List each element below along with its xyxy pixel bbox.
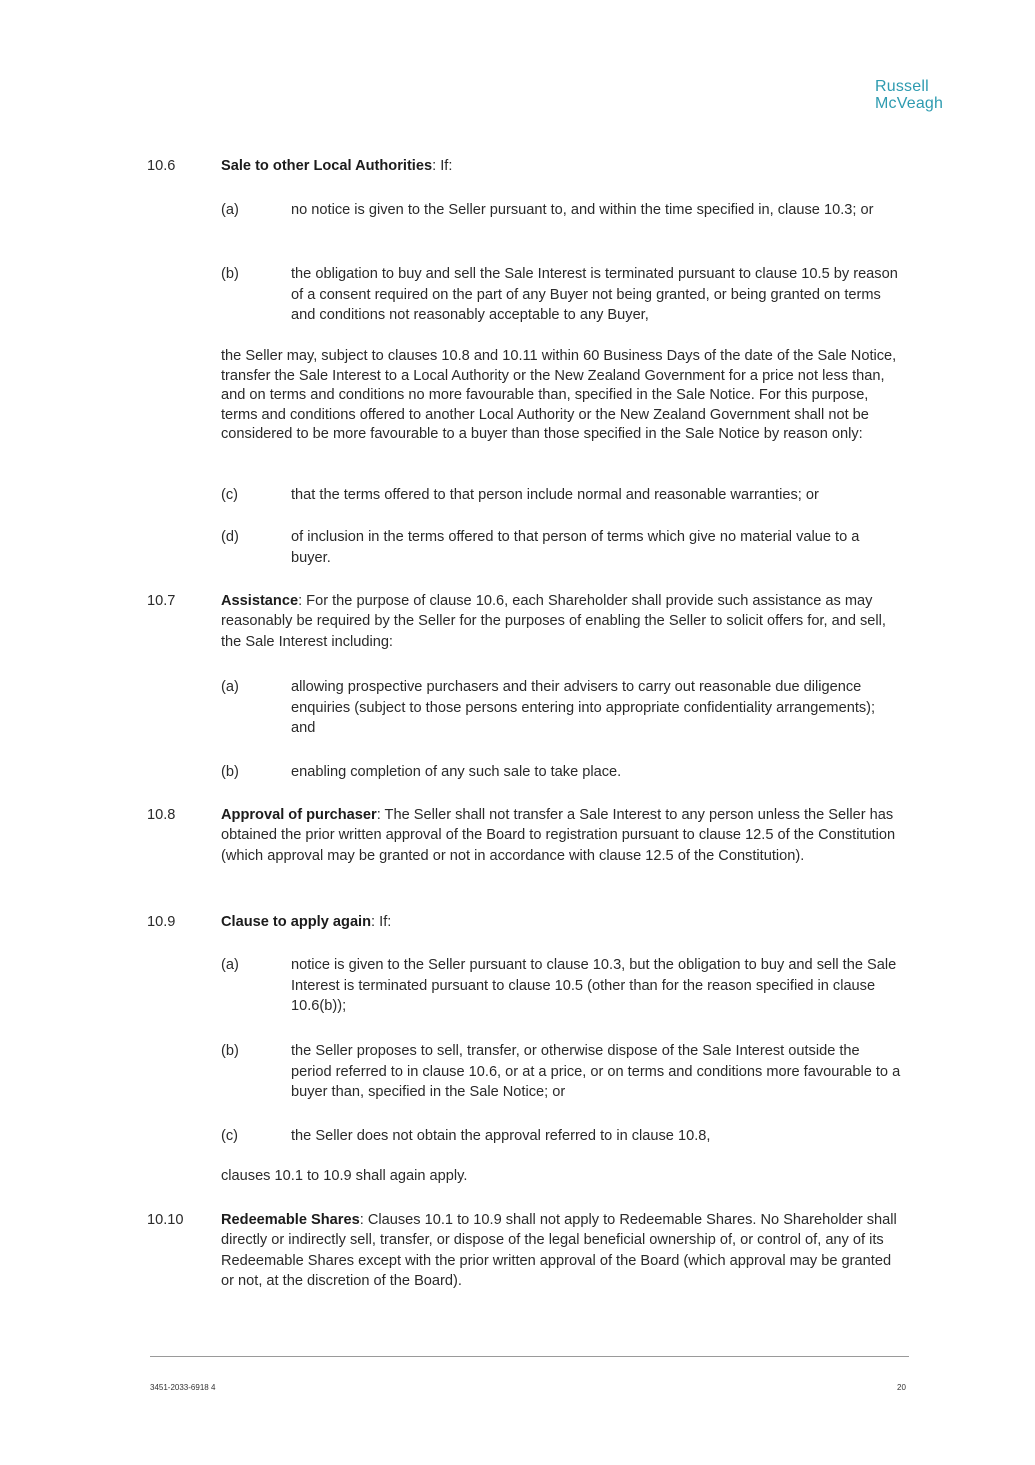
item-label: (c) bbox=[221, 487, 239, 503]
clause-title: Assistance bbox=[221, 593, 299, 609]
russell-mcveagh-logo: Russell McVeagh bbox=[875, 78, 943, 112]
item-label: (b) bbox=[221, 764, 239, 780]
item-text: allowing prospective purchasers and thei… bbox=[291, 679, 876, 737]
item-label: (b) bbox=[221, 266, 239, 282]
item-label: (b) bbox=[221, 1043, 239, 1059]
item-label: (a) bbox=[221, 679, 239, 695]
clause-lead: : If: bbox=[371, 914, 392, 930]
document-reference: 3451-2033-6918 4 bbox=[150, 1383, 216, 1392]
item-label: (d) bbox=[221, 529, 239, 545]
clause-lead: : If: bbox=[432, 158, 453, 174]
item-text: notice is given to the Seller pursuant t… bbox=[291, 957, 897, 1015]
item-text: enabling completion of any such sale to … bbox=[291, 764, 622, 780]
clause-number: 10.8 bbox=[147, 807, 176, 823]
clause-text: : The Seller shall not transfer a Sale I… bbox=[221, 807, 896, 864]
clause-10-6-body: the Seller may, subject to clauses 10.8 … bbox=[221, 348, 897, 443]
item-text: the Seller proposes to sell, transfer, o… bbox=[291, 1043, 901, 1101]
item-text: the Seller does not obtain the approval … bbox=[291, 1128, 711, 1144]
item-text: of inclusion in the terms offered to tha… bbox=[291, 529, 860, 566]
clause-number: 10.9 bbox=[147, 914, 176, 930]
item-text: that the terms offered to that person in… bbox=[291, 487, 819, 503]
item-label: (c) bbox=[221, 1128, 239, 1144]
clause-number: 10.10 bbox=[147, 1212, 184, 1228]
clause-title: Clause to apply again bbox=[221, 914, 372, 930]
clause-text: : Clauses 10.1 to 10.9 shall not apply t… bbox=[221, 1212, 897, 1290]
clause-text: : For the purpose of clause 10.6, each S… bbox=[221, 593, 886, 650]
page-number: 20 bbox=[897, 1383, 906, 1392]
clause-title: Sale to other Local Authorities bbox=[221, 158, 433, 174]
logo-line-2: McVeagh bbox=[875, 95, 944, 112]
footer-divider bbox=[150, 1356, 909, 1357]
item-text: no notice is given to the Seller pursuan… bbox=[291, 202, 874, 218]
item-text: the obligation to buy and sell the Sale … bbox=[291, 266, 898, 324]
item-label: (a) bbox=[221, 202, 239, 218]
clause-number: 10.7 bbox=[147, 593, 176, 609]
clause-number: 10.6 bbox=[147, 158, 176, 174]
clause-title: Approval of purchaser bbox=[221, 807, 377, 823]
item-label: (a) bbox=[221, 957, 239, 973]
clause-title: Redeemable Shares bbox=[221, 1212, 360, 1228]
logo-line-1: Russell bbox=[875, 78, 929, 95]
clause-10-9-tail: clauses 10.1 to 10.9 shall again apply. bbox=[221, 1168, 468, 1184]
